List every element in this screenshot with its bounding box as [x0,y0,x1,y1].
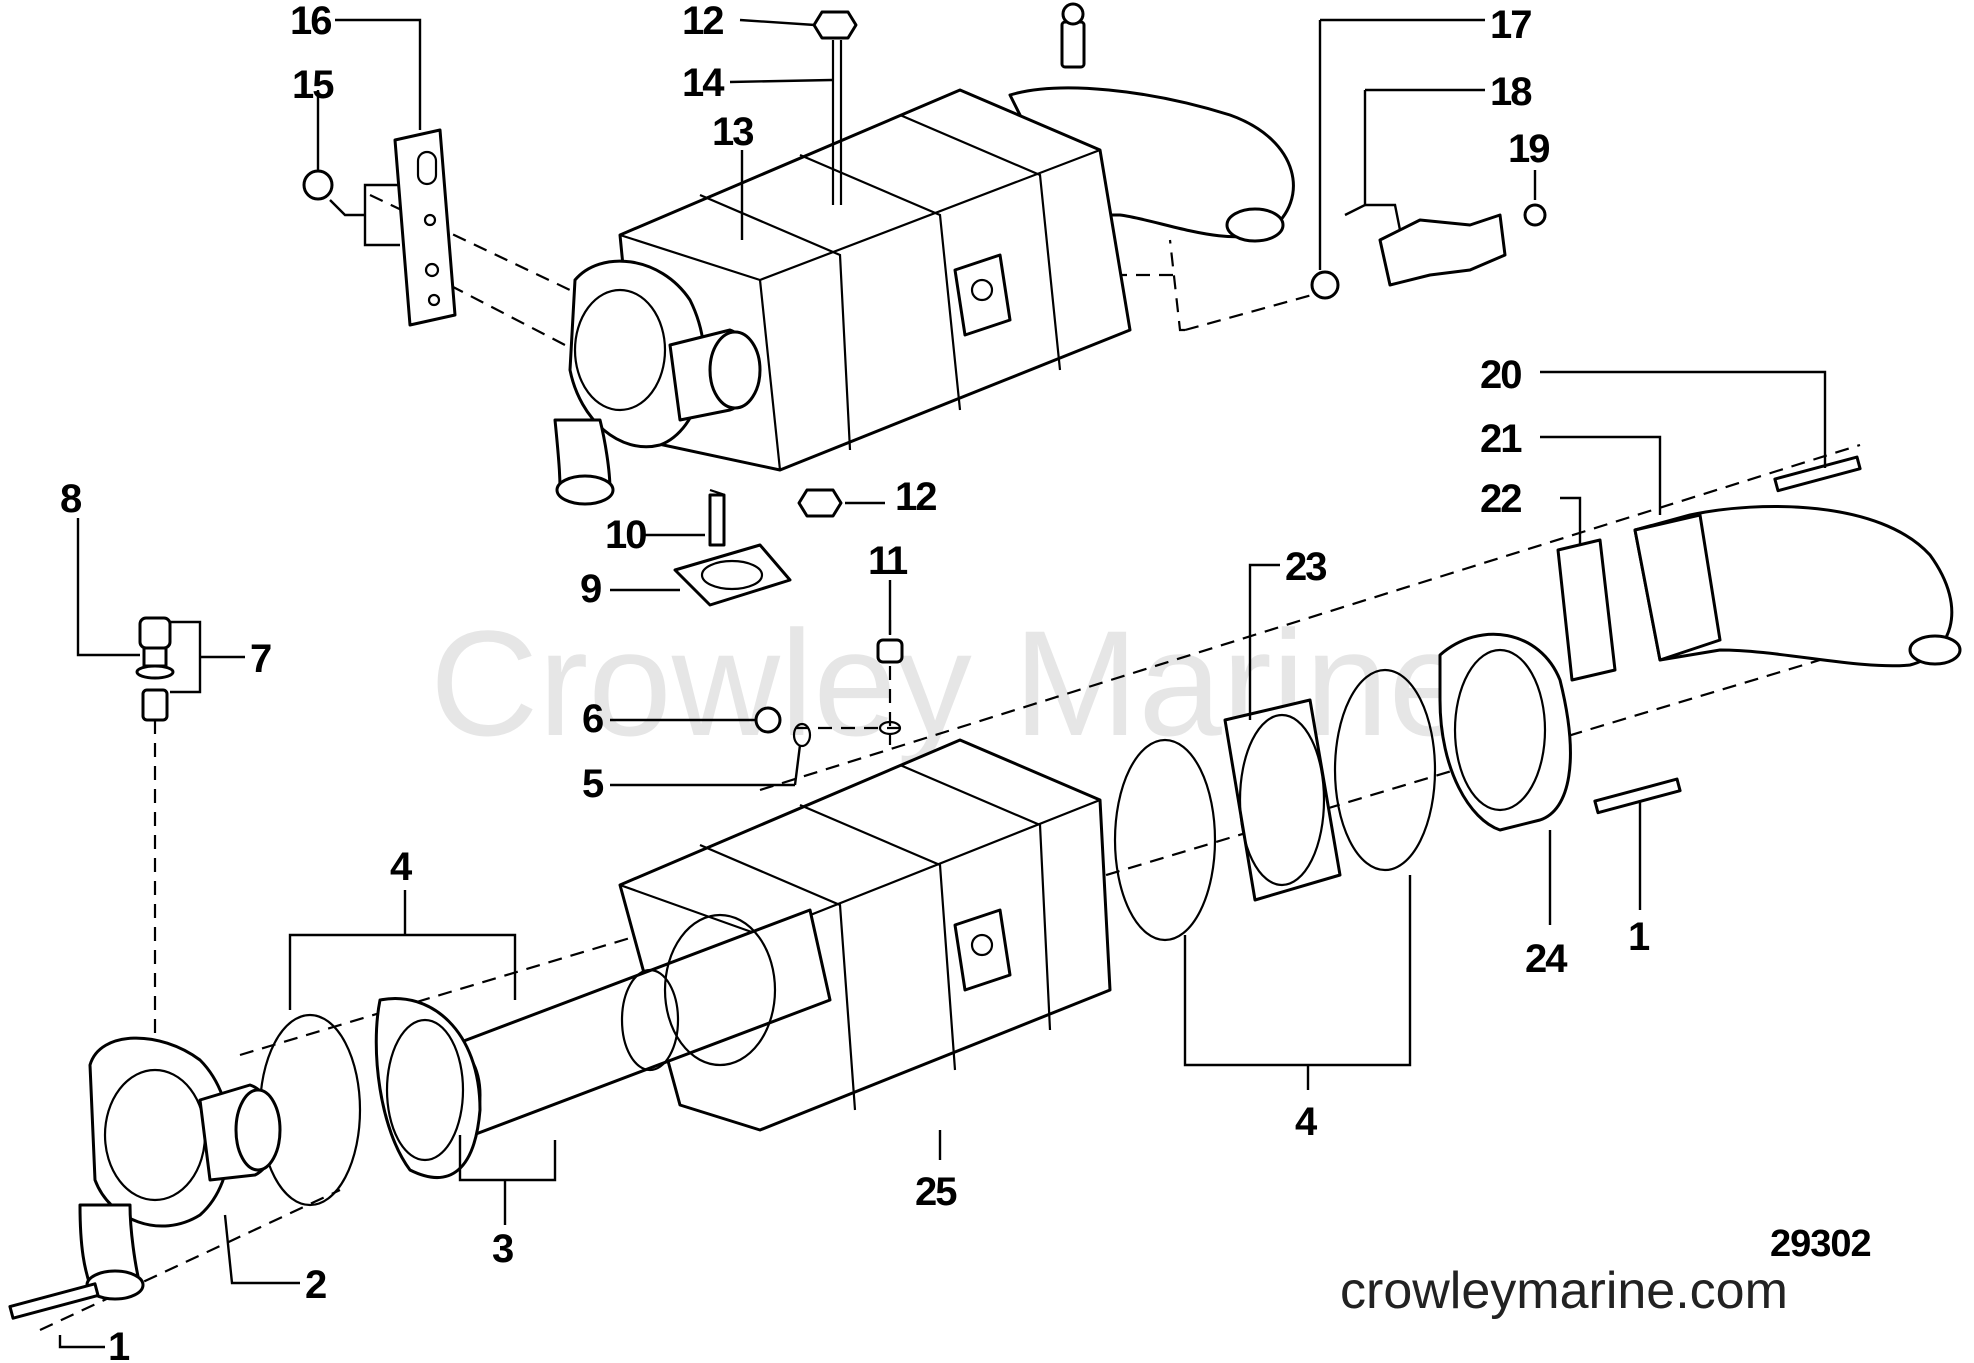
callout-1-right: 1 [1628,915,1650,959]
callout-3: 3 [492,1227,513,1271]
leader-lines [58,18,1827,1349]
callout-1-left: 1 [108,1325,130,1363]
callout-10: 10 [605,513,646,557]
screw-19 [1523,203,1547,227]
callout-5: 5 [582,762,604,806]
callout-2: 2 [305,1263,326,1307]
o-ring-4-right-a [1113,738,1217,942]
callout-11: 11 [868,539,908,583]
end-cover-24 [1438,632,1572,832]
callout-19: 19 [1508,127,1549,171]
tube-plate [374,997,482,1179]
callout-4-right: 4 [1295,1100,1318,1144]
exploded-heat-exchanger [8,455,1962,1320]
callout-4-left: 4 [390,845,413,889]
callout-9: 9 [580,567,601,611]
plug-6 [754,706,782,734]
callout-25: 25 [915,1170,957,1214]
gasket-9 [673,543,792,607]
washer-7 [135,664,175,680]
callout-8: 8 [60,477,82,521]
callout-22: 22 [1480,477,1521,521]
bolt-8 [138,616,172,650]
callout-12-lower: 12 [895,475,936,519]
nut-12-top [812,10,858,40]
nut-12-lower [797,488,843,518]
callout-18: 18 [1490,70,1532,114]
callout-20: 20 [1480,353,1521,397]
diagram-id: 29302 [1770,1223,1871,1265]
washer-17 [1310,270,1340,300]
callout-6: 6 [582,697,603,741]
callout-12-top: 12 [682,0,723,43]
callout-17: 17 [1490,3,1531,47]
assembled-heat-exchanger [302,2,1547,607]
sensor-18 [1378,213,1507,287]
callout-21: 21 [1480,417,1522,461]
bolt-15 [302,169,334,201]
callout-7: 7 [250,637,271,681]
washer-5 [792,722,812,748]
mounting-bracket [393,128,457,327]
callout-16: 16 [290,0,331,43]
callout-24: 24 [1525,937,1568,981]
site-url: crowleymarine.com [1340,1262,1788,1320]
callout-23: 23 [1285,545,1326,589]
callout-15: 15 [292,63,334,107]
o-ring-4-right-b [1333,668,1437,872]
plug-11 [876,638,904,664]
heat-exchanger-body-25 [618,738,1112,1132]
callout-13: 13 [712,110,753,154]
gasket-22 [1556,538,1617,682]
bolt-20 [1773,455,1862,493]
callout-14: 14 [682,61,725,105]
